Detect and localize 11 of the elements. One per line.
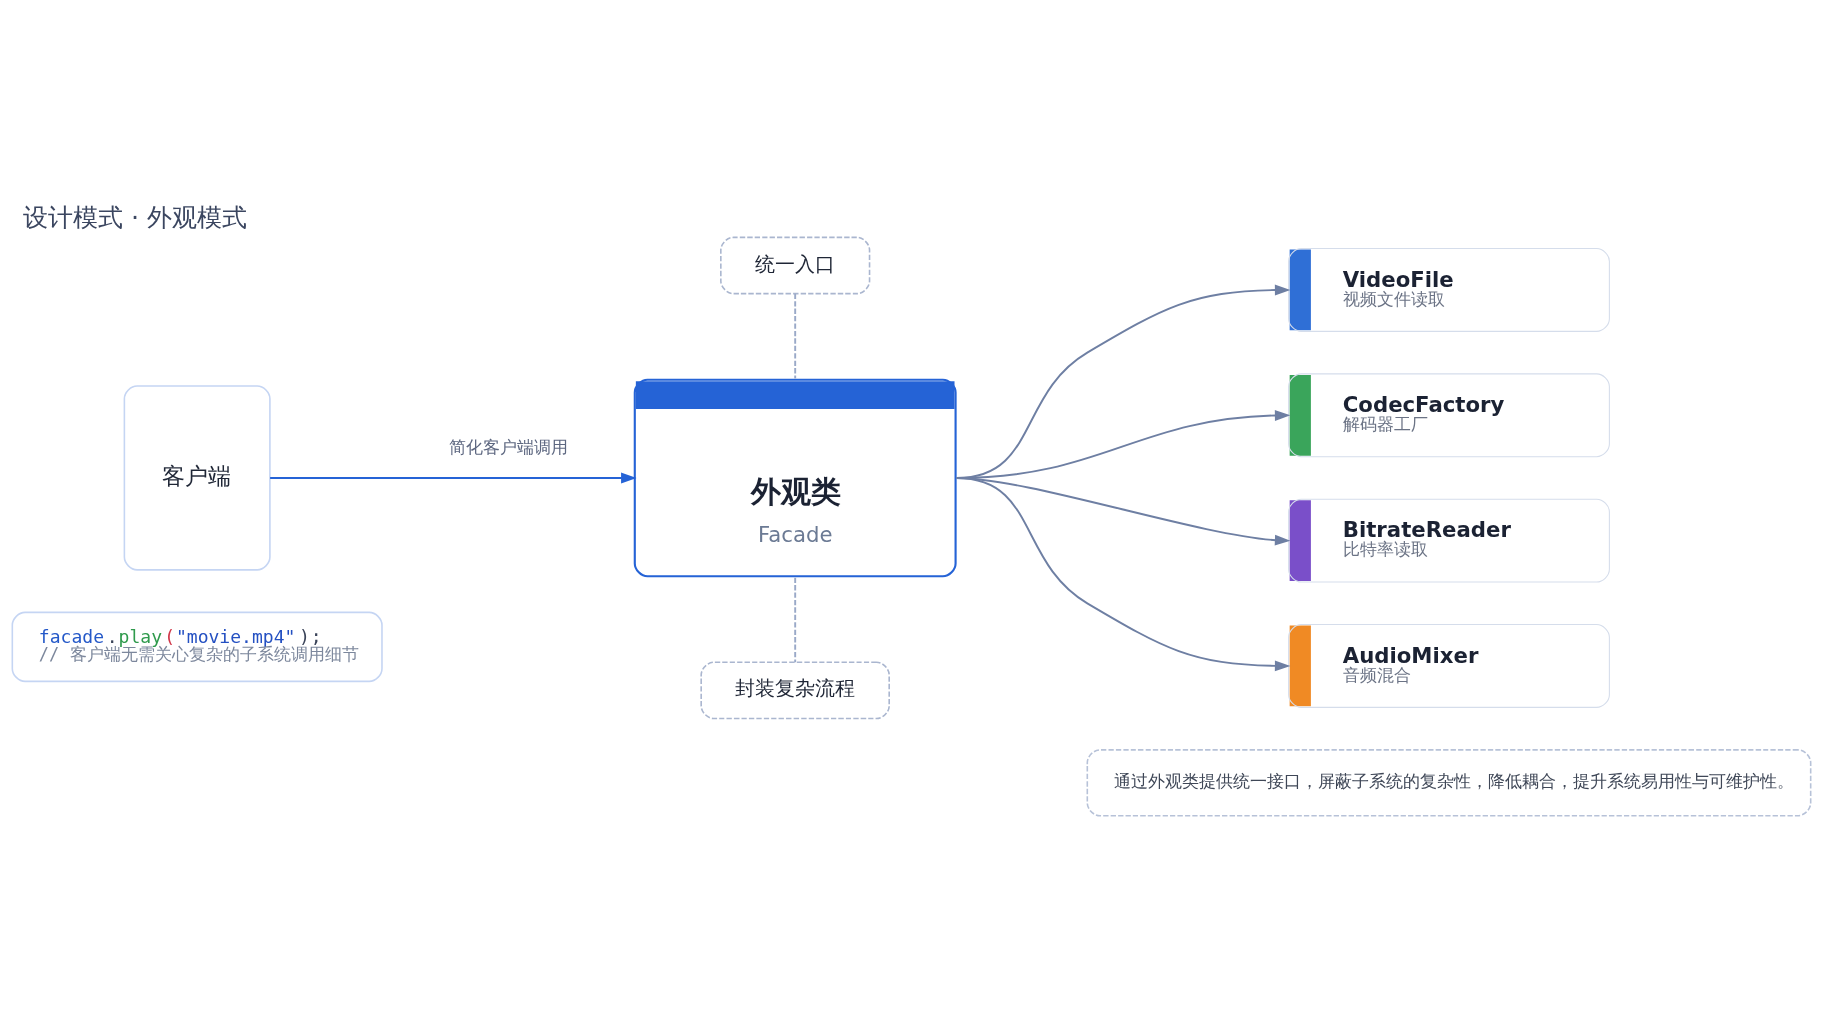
connector xyxy=(794,292,797,379)
diagram-title: 设计模式 · 外观模式 xyxy=(22,201,248,232)
node-box: 通过外观类提供统一接口，屏蔽子系统的复杂性，降低耦合，提升系统易用性与可维护性。 xyxy=(1086,748,1812,817)
arrow xyxy=(269,472,637,483)
node-box: 客户端 xyxy=(123,384,271,571)
node-box: facade.play("movie.mp4"); // 客户端无需关心复杂的子系统调用细节 xyxy=(11,611,383,682)
connector xyxy=(794,576,797,663)
node-box: 统一入口 xyxy=(720,236,871,294)
arrow xyxy=(955,476,1291,671)
edge-label: 简化客户端调用 xyxy=(449,436,569,457)
node-box: 封装复杂流程 xyxy=(700,660,890,719)
